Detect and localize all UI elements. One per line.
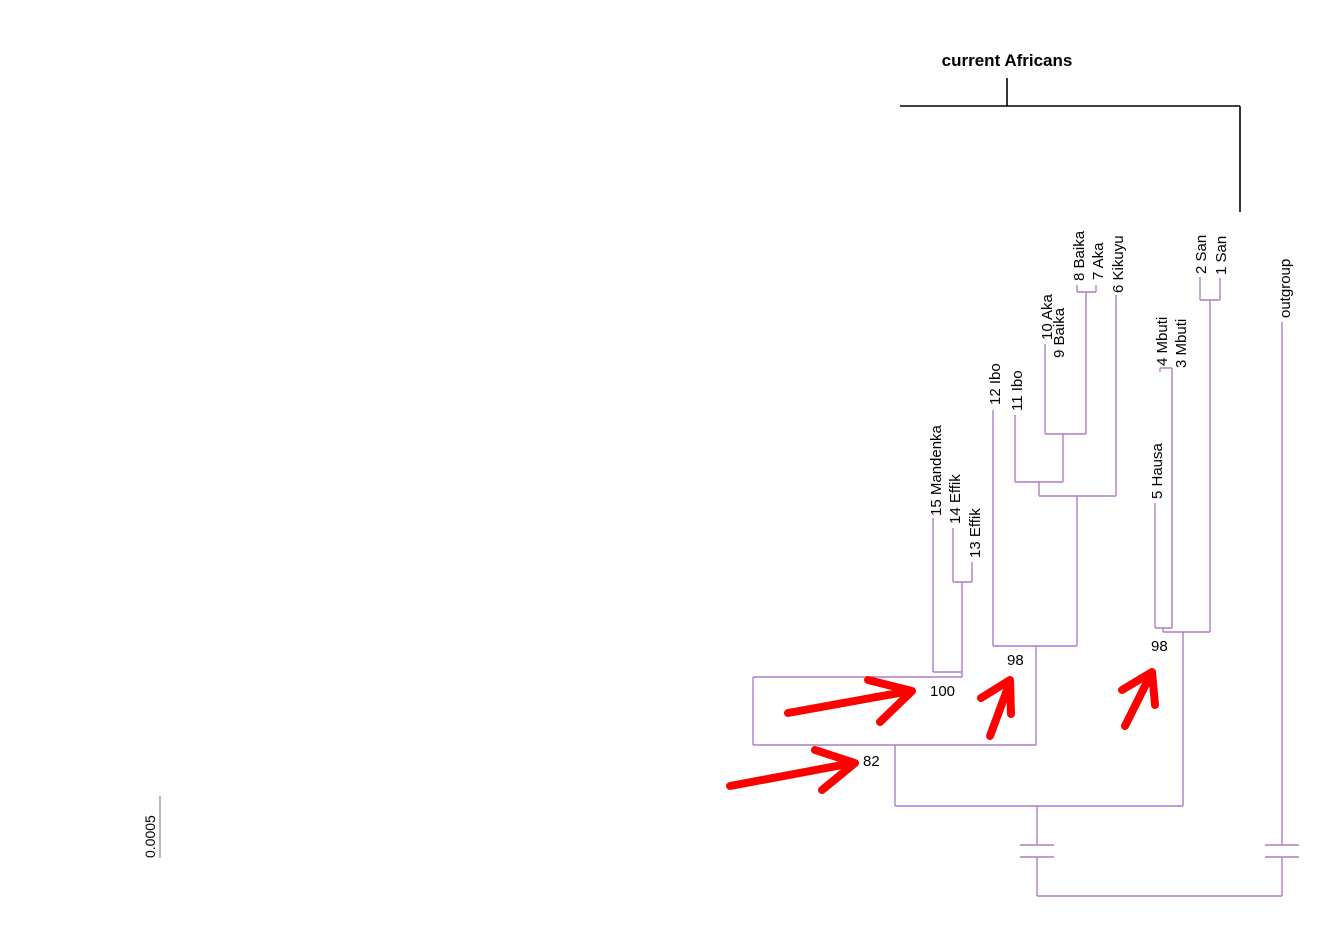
tip-label-5: 5 Hausa: [1149, 442, 1166, 499]
arrow-to-node-98-west: [977, 676, 1015, 740]
tip-label-3: 3 Mbuti: [1173, 319, 1190, 368]
tip-label-8: 8 Baika: [1071, 230, 1088, 281]
tip-label-11: 11 Ibo: [1009, 370, 1026, 411]
bootstrap-100: 100: [930, 683, 955, 700]
bootstrap-values: 100 98 98 82: [863, 638, 1168, 770]
scale-bar: 0.0005: [142, 796, 161, 858]
tip-label-4: 4 Mbuti: [1154, 317, 1171, 366]
bracket-title: current Africans: [942, 51, 1073, 70]
tip-label-outgroup: outgroup: [1277, 259, 1294, 318]
arrow-to-node-100: [784, 676, 916, 726]
arrow-to-node-98-east: [1118, 668, 1159, 730]
tree-branches: [752, 277, 1299, 897]
current-africans-bracket: [900, 78, 1241, 212]
annotation-arrows: [726, 668, 1159, 794]
bootstrap-98-west: 98: [1007, 652, 1024, 669]
scale-bar-label: 0.0005: [142, 815, 158, 858]
bootstrap-82: 82: [863, 753, 880, 770]
tip-label-9: 9 Baika: [1051, 307, 1068, 358]
tip-label-6: 6 Kikuyu: [1110, 235, 1127, 293]
tip-label-10: 10 Aka: [1039, 293, 1056, 340]
tip-label-2: 2 San: [1193, 235, 1210, 274]
tip-label-1: 1 San: [1213, 236, 1230, 275]
arrow-to-node-82: [726, 746, 859, 794]
tip-label-14: 14 Effik: [947, 474, 964, 524]
tip-labels: 15 Mandenka 14 Effik 13 Effik 12 Ibo 11 …: [928, 230, 1294, 558]
tip-label-13: 13 Effik: [967, 508, 984, 558]
tip-label-12: 12 Ibo: [987, 363, 1004, 405]
tip-label-7: 7 Aka: [1090, 242, 1107, 280]
tip-label-15: 15 Mandenka: [928, 424, 945, 516]
bootstrap-98-east: 98: [1151, 638, 1168, 655]
